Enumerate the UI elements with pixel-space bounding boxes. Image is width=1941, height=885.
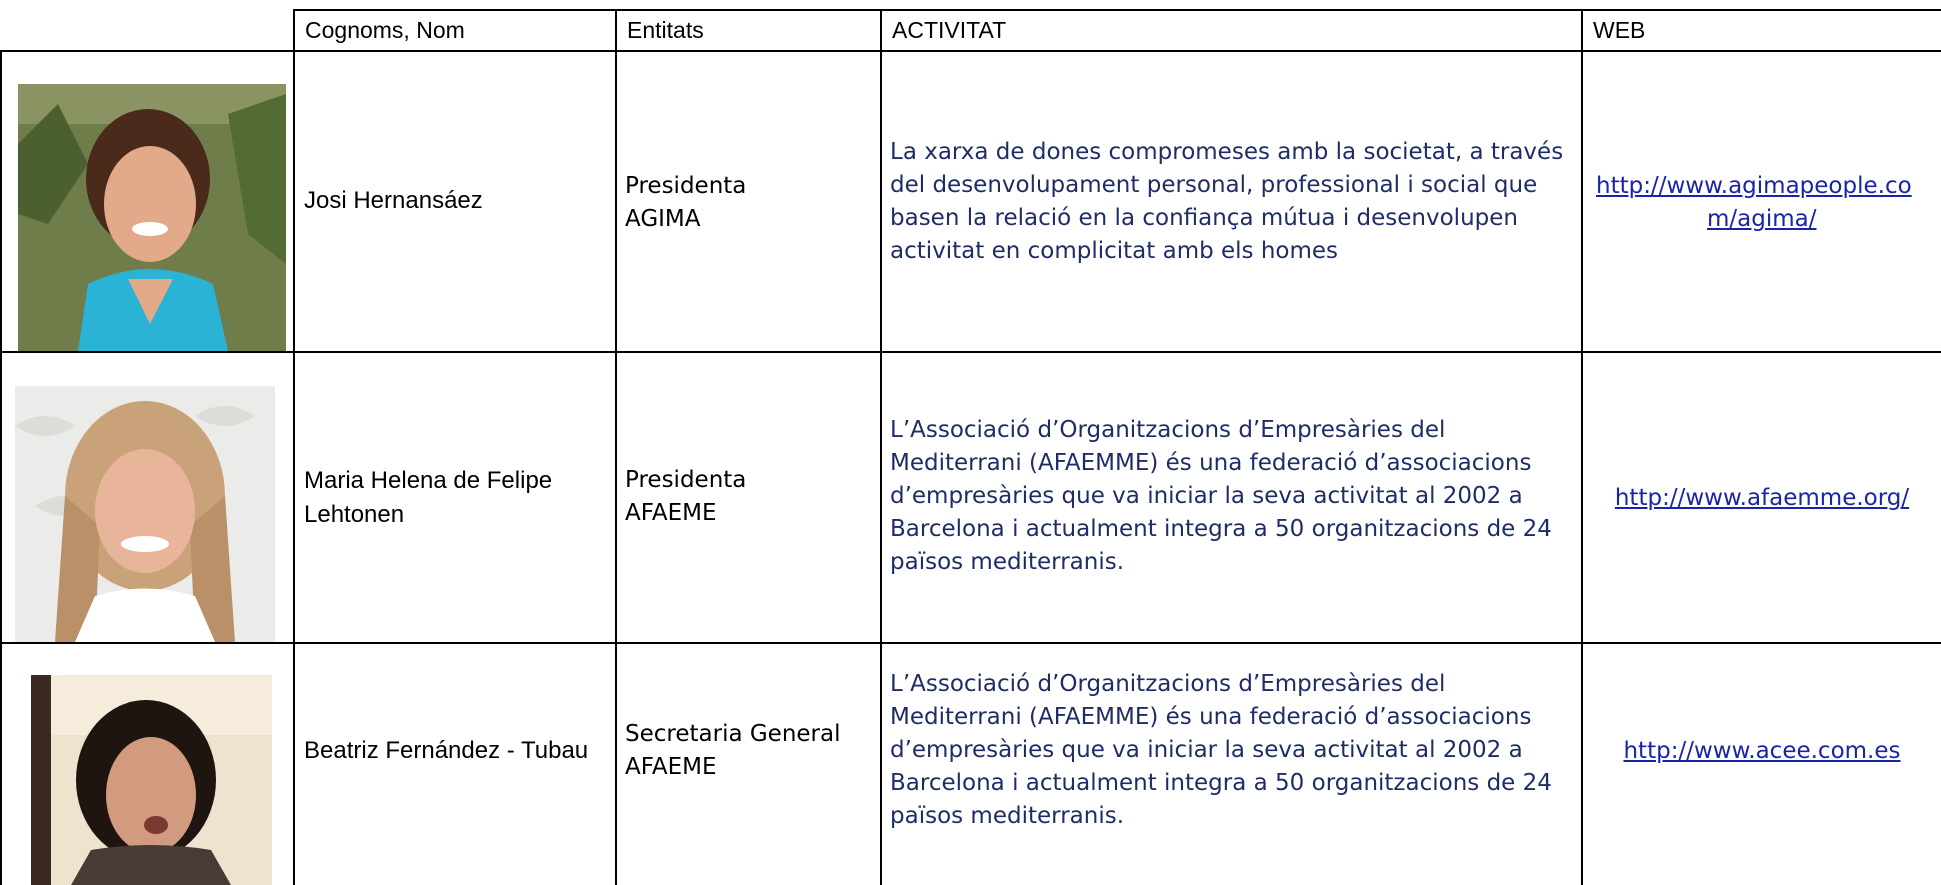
table-border-header [0, 50, 1941, 52]
table-border-col4 [1581, 9, 1583, 885]
header-web: WEB [1593, 16, 1646, 43]
entity-role: Presidenta [625, 173, 747, 199]
entity-role: Secretaria General [625, 721, 841, 747]
web-link-continued[interactable]: m/agima/ [1707, 206, 1817, 232]
table-border-col1 [293, 9, 295, 885]
portrait-photo-icon [15, 386, 275, 642]
table-border-col2 [615, 9, 617, 885]
person-name: Beatriz Fernández - Tubau [304, 737, 589, 764]
header-name: Cognoms, Nom [305, 16, 465, 43]
web-link[interactable]: http://www.acee.com.es [1623, 738, 1901, 764]
activity-text: La xarxa de dones compromeses amb la soc… [890, 139, 1564, 264]
portrait-photo [31, 675, 272, 885]
table-border-row2 [0, 642, 1941, 644]
entity-org: AFAEME [625, 500, 717, 526]
portrait-photo [15, 386, 275, 642]
entity-role: Presidenta [625, 467, 747, 493]
person-name: Maria Helena de Felipe Lehtonen [304, 467, 553, 528]
web-link[interactable]: http://www.afaemme.org/ [1614, 485, 1910, 511]
table-border-top [293, 9, 1941, 11]
portrait-photo-icon [31, 675, 272, 885]
web-link[interactable]: http://www.agimapeople.co [1596, 173, 1912, 199]
portrait-photo-icon [18, 84, 286, 351]
person-name: Josi Hernansáez [304, 187, 483, 214]
entity-org: AFAEME [625, 754, 717, 780]
table-border-left-photo [0, 50, 2, 885]
activity-text: L’Associació d’Organitzacions d’Empresàr… [890, 671, 1552, 829]
table-border-row1 [0, 351, 1941, 353]
entity-org: AGIMA [625, 206, 701, 232]
header-activity: ACTIVITAT [892, 16, 1007, 43]
table-border-col3 [880, 9, 882, 885]
header-entity: Entitats [627, 16, 704, 43]
activity-text: L’Associació d’Organitzacions d’Empresàr… [890, 417, 1552, 575]
portrait-photo [18, 84, 286, 351]
